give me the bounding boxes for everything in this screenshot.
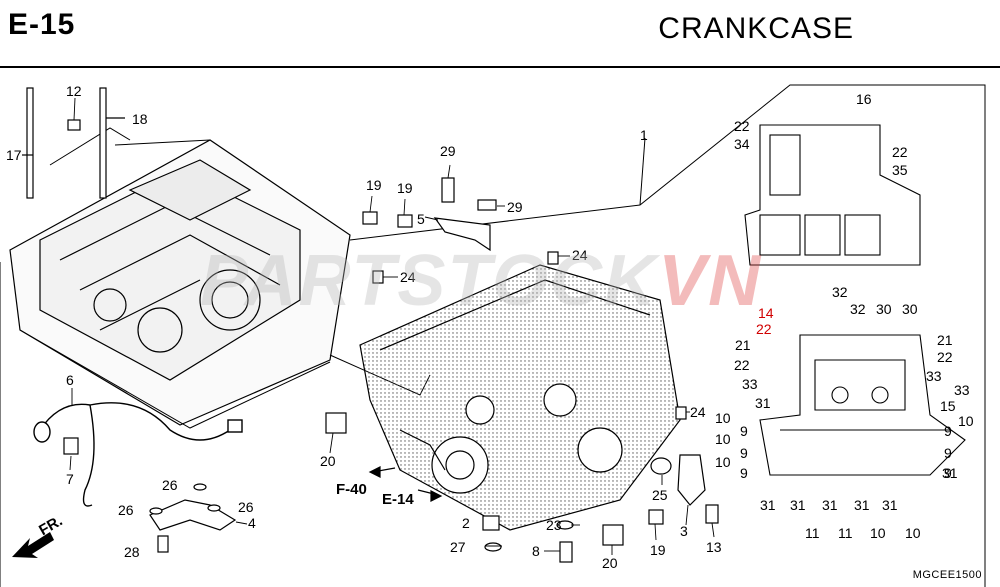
callout-10-a: 10: [715, 410, 731, 426]
reference-labels: F-40 E-14 FR.: [36, 481, 414, 539]
callout-8: 8: [532, 543, 540, 559]
callout-14: 14: [758, 305, 774, 321]
callout-31-a: 31: [755, 395, 771, 411]
callout-12: 12: [66, 83, 82, 99]
callout-6: 6: [66, 372, 74, 388]
callout-24-b: 24: [572, 247, 588, 263]
callout-9-a: 9: [740, 423, 748, 439]
callout-22-d: 22: [734, 357, 750, 373]
callout-33-a: 33: [742, 376, 758, 392]
callout-33-c: 33: [954, 382, 970, 398]
callout-3: 3: [680, 523, 688, 539]
callout-26-b: 26: [118, 502, 134, 518]
callout-31-d: 31: [822, 497, 838, 513]
callout-35: 35: [892, 162, 908, 178]
callout-31-e: 31: [854, 497, 870, 513]
callout-13: 13: [706, 539, 722, 555]
callout-22-a: 22: [734, 118, 750, 134]
callout-7: 7: [66, 471, 74, 487]
upper-gasket-plate: [744, 124, 921, 266]
watermark: PARTSTOCKVN: [200, 241, 763, 321]
callout-26-a: 26: [162, 477, 178, 493]
front-arrow-icon: [12, 532, 54, 558]
callout-10-f: 10: [905, 525, 921, 541]
callout-21-a: 21: [937, 332, 953, 348]
callout-27: 27: [450, 539, 466, 555]
callout-22-e: 22: [937, 349, 953, 365]
lower-crankcase: [359, 264, 681, 531]
callout-26-c: 26: [238, 499, 254, 515]
callout-9-b: 9: [740, 445, 748, 461]
stud-bolts: [22, 87, 125, 199]
upper-crankcase: [9, 139, 351, 426]
callout-30-a: 30: [876, 301, 892, 317]
callout-1: 1: [640, 127, 648, 143]
callout-10-e: 10: [870, 525, 886, 541]
callout-34: 34: [734, 136, 750, 152]
callout-4: 4: [248, 515, 256, 531]
callout-24-c: 24: [690, 404, 706, 420]
callout-30-b: 30: [902, 301, 918, 317]
callout-9-c: 9: [740, 465, 748, 481]
callout-labels: 1 2 3 4 5 6 7 8 9 9 9 9 9 9 10 10 10 10 …: [6, 83, 974, 571]
callout-29-a: 29: [440, 143, 456, 159]
callout-11-b: 11: [838, 525, 853, 541]
reference-arrows: [368, 466, 443, 502]
callout-25: 25: [652, 487, 668, 503]
ref-e14: E-14: [382, 491, 414, 508]
callout-17: 17: [6, 147, 22, 163]
callout-29-b: 29: [507, 199, 523, 215]
callout-28: 28: [124, 544, 140, 560]
page-title: CRANKCASE: [658, 12, 854, 45]
bracket: [149, 499, 237, 531]
callout-31-c: 31: [790, 497, 806, 513]
diagram-code: MGCEE1500: [912, 569, 982, 581]
crankcase-exploded-diagram: 1 2 3 4 5 6 7 8 9 9 9 9 9 9 10 10 10 10 …: [0, 83, 986, 587]
callout-32-a: 32: [832, 284, 848, 300]
section-code: E-15: [8, 8, 76, 41]
callout-5: 5: [417, 211, 425, 227]
ref-f40: F-40: [336, 481, 367, 498]
callout-2: 2: [462, 515, 470, 531]
callout-11-a: 11: [805, 525, 820, 541]
callout-9-e: 9: [944, 445, 952, 461]
leader-lines: [69, 97, 715, 555]
callout-9-d: 9: [944, 423, 952, 439]
callout-19-c: 19: [650, 542, 666, 558]
fasteners: [63, 119, 719, 563]
callout-19-b: 19: [397, 180, 413, 196]
callout-23: 23: [546, 517, 562, 533]
callout-21-b: 21: [735, 337, 751, 353]
callout-20-b: 20: [602, 555, 618, 571]
right-group-frame: [349, 84, 986, 587]
callout-31-g: 31: [942, 465, 958, 481]
callout-16: 16: [856, 91, 872, 107]
callout-10-c: 10: [715, 454, 731, 470]
callout-20-a: 20: [320, 453, 336, 469]
callout-9-f: 9: [944, 465, 952, 481]
callout-15: 15: [940, 398, 956, 414]
header-divider: [0, 66, 1000, 68]
callout-10-d: 10: [958, 413, 974, 429]
callout-19-a: 19: [366, 177, 382, 193]
callout-32-b: 32: [850, 301, 866, 317]
lower-gasket-plate: [759, 334, 966, 476]
callout-22-b: 22: [892, 144, 908, 160]
callout-33-b: 33: [926, 368, 942, 384]
callout-31-f: 31: [882, 497, 898, 513]
callout-24-a: 24: [400, 269, 416, 285]
callout-31-b: 31: [760, 497, 776, 513]
callout-10-b: 10: [715, 431, 731, 447]
callout-22-c: 22: [756, 321, 772, 337]
ref-front: FR.: [36, 512, 65, 539]
callout-18: 18: [132, 111, 148, 127]
sensor-harness: [33, 402, 243, 507]
